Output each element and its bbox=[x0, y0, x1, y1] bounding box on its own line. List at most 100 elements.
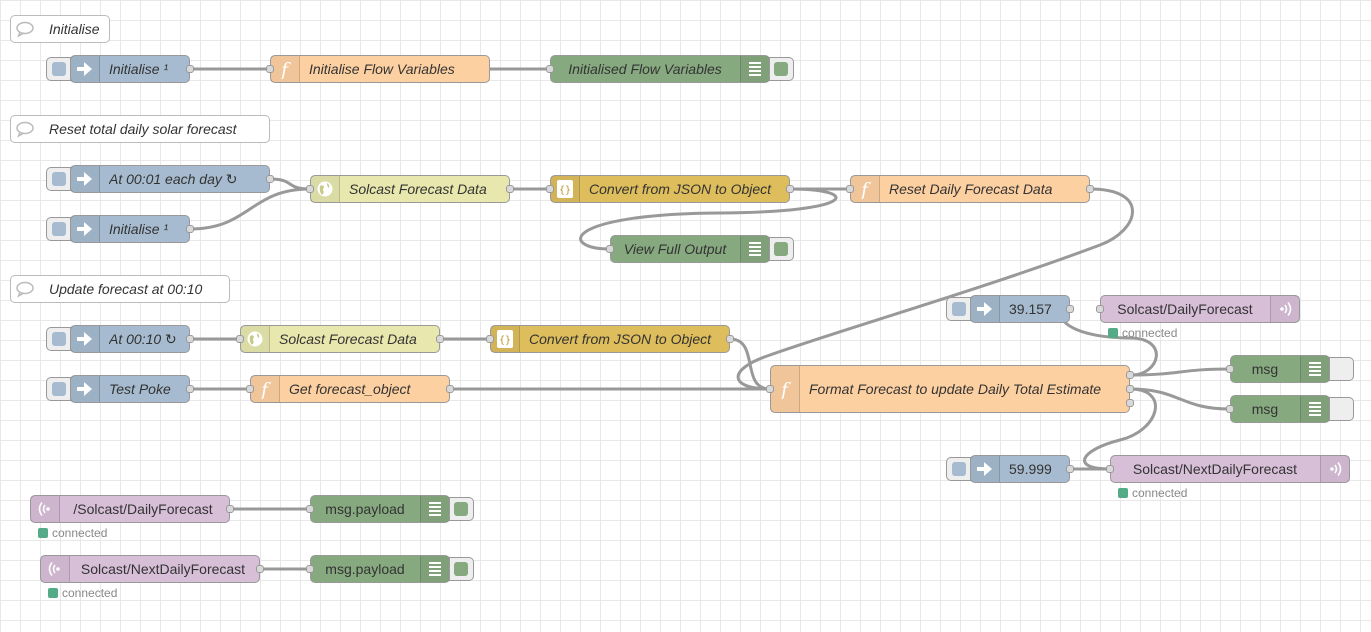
input-port[interactable] bbox=[766, 385, 774, 393]
output-port[interactable] bbox=[786, 185, 794, 193]
wire[interactable] bbox=[1129, 367, 1231, 377]
debug-node[interactable]: msg.payload bbox=[306, 495, 474, 523]
input-port[interactable] bbox=[246, 385, 254, 393]
comment-node[interactable]: Reset total daily solar forecast bbox=[10, 115, 270, 143]
http-request-node[interactable]: Solcast Forecast Data bbox=[236, 325, 444, 353]
output-port[interactable] bbox=[1126, 371, 1134, 379]
wire[interactable] bbox=[1129, 387, 1231, 411]
node-label: Initialise ¹ bbox=[109, 221, 169, 237]
input-port[interactable] bbox=[546, 185, 554, 193]
mqtt-node[interactable]: Solcast/NextDailyForecast bbox=[40, 555, 264, 583]
comment-node[interactable]: Initialise bbox=[10, 15, 110, 43]
svg-text:{}: {} bbox=[499, 335, 511, 346]
output-port[interactable] bbox=[186, 65, 194, 73]
node-label: At 00:01 each day ↻ bbox=[109, 171, 238, 187]
node-label: Test Poke bbox=[109, 381, 171, 397]
json-node[interactable]: {} Convert from JSON to Object bbox=[486, 325, 734, 353]
input-port[interactable] bbox=[1226, 405, 1234, 413]
output-port[interactable] bbox=[436, 335, 444, 343]
input-port[interactable] bbox=[846, 185, 854, 193]
input-port[interactable] bbox=[1226, 365, 1234, 373]
input-port[interactable] bbox=[546, 65, 554, 73]
output-port[interactable] bbox=[1066, 465, 1074, 473]
debug-node[interactable]: msg bbox=[1226, 395, 1354, 423]
input-port[interactable] bbox=[306, 505, 314, 513]
output-port[interactable] bbox=[256, 565, 264, 573]
node-label: Solcast Forecast Data bbox=[279, 331, 417, 347]
debug-toggle-button[interactable] bbox=[769, 237, 794, 261]
node-label: Reset total daily solar forecast bbox=[49, 121, 237, 137]
debug-node[interactable]: msg.payload bbox=[306, 555, 474, 583]
output-port[interactable] bbox=[506, 185, 514, 193]
output-port[interactable] bbox=[726, 335, 734, 343]
node-status: connected bbox=[1108, 326, 1177, 340]
http-request-node[interactable]: Solcast Forecast Data bbox=[306, 175, 514, 203]
output-port[interactable] bbox=[226, 505, 234, 513]
inject-trigger-button[interactable] bbox=[46, 377, 71, 401]
debug-toggle-button[interactable] bbox=[769, 57, 794, 81]
inject-node[interactable]: At 00:01 each day ↻ bbox=[46, 165, 274, 193]
inject-trigger-button[interactable] bbox=[46, 57, 71, 81]
debug-toggle-button[interactable] bbox=[1329, 397, 1354, 421]
comment-node[interactable]: Update forecast at 00:10 bbox=[10, 275, 230, 303]
output-port[interactable] bbox=[1086, 185, 1094, 193]
debug-toggle-button[interactable] bbox=[1329, 357, 1354, 381]
output-port[interactable] bbox=[1126, 399, 1134, 407]
mqtt-node[interactable]: Solcast/NextDailyForecast bbox=[1106, 455, 1350, 483]
input-port[interactable] bbox=[606, 245, 614, 253]
inject-node[interactable]: 39.157 bbox=[946, 295, 1074, 323]
output-port[interactable] bbox=[186, 225, 194, 233]
wire[interactable] bbox=[579, 187, 838, 251]
input-port[interactable] bbox=[236, 335, 244, 343]
node-label: Solcast Forecast Data bbox=[349, 181, 487, 197]
debug-node[interactable]: Initialised Flow Variables bbox=[546, 55, 794, 83]
output-port[interactable] bbox=[266, 175, 274, 183]
input-port[interactable] bbox=[1106, 465, 1114, 473]
inject-node[interactable]: Initialise ¹ bbox=[46, 55, 194, 83]
node-label: /Solcast/DailyForecast bbox=[73, 501, 213, 517]
debug-node[interactable]: View Full Output bbox=[606, 235, 794, 263]
input-port[interactable] bbox=[306, 565, 314, 573]
svg-text:{}: {} bbox=[559, 185, 571, 196]
input-port[interactable] bbox=[266, 65, 274, 73]
node-label: msg bbox=[1251, 361, 1279, 377]
inject-node[interactable]: At 00:10 ↻ bbox=[46, 325, 194, 353]
inject-node[interactable]: Initialise ¹ bbox=[46, 215, 194, 243]
input-port[interactable] bbox=[1096, 305, 1104, 313]
wire[interactable] bbox=[729, 337, 771, 391]
input-port[interactable] bbox=[306, 185, 314, 193]
input-port[interactable] bbox=[486, 335, 494, 343]
output-port[interactable] bbox=[186, 385, 194, 393]
wire[interactable] bbox=[189, 187, 311, 231]
inject-trigger-button[interactable] bbox=[46, 217, 71, 241]
node-label: 59.999 bbox=[1009, 461, 1052, 477]
node-label: Reset Daily Forecast Data bbox=[889, 181, 1053, 197]
inject-trigger-button[interactable] bbox=[46, 327, 71, 351]
inject-trigger-button[interactable] bbox=[46, 167, 71, 191]
mqtt-node[interactable]: /Solcast/DailyForecast bbox=[30, 495, 234, 523]
node-label: 39.157 bbox=[1009, 301, 1052, 317]
inject-trigger-button[interactable] bbox=[946, 457, 971, 481]
debug-toggle-button[interactable] bbox=[449, 497, 474, 521]
output-port[interactable] bbox=[1066, 305, 1074, 313]
inject-node[interactable]: 59.999 bbox=[946, 455, 1074, 483]
node-label: Get forecast_object bbox=[289, 381, 411, 397]
debug-node[interactable]: msg bbox=[1226, 355, 1354, 383]
node-label: Convert from JSON to Object bbox=[529, 331, 712, 347]
wire[interactable] bbox=[269, 177, 311, 191]
mqtt-node[interactable]: Solcast/DailyForecast bbox=[1096, 295, 1300, 323]
inject-node[interactable]: Test Poke bbox=[46, 375, 194, 403]
debug-toggle-button[interactable] bbox=[449, 557, 474, 581]
inject-trigger-button[interactable] bbox=[946, 297, 971, 321]
output-port[interactable] bbox=[1126, 385, 1134, 393]
status-text: connected bbox=[1122, 326, 1178, 340]
wire[interactable] bbox=[736, 187, 1134, 391]
json-node[interactable]: {}Convert from JSON to Object bbox=[546, 175, 794, 203]
output-port[interactable] bbox=[446, 385, 454, 393]
wire[interactable] bbox=[1083, 387, 1157, 471]
output-port[interactable] bbox=[186, 335, 194, 343]
